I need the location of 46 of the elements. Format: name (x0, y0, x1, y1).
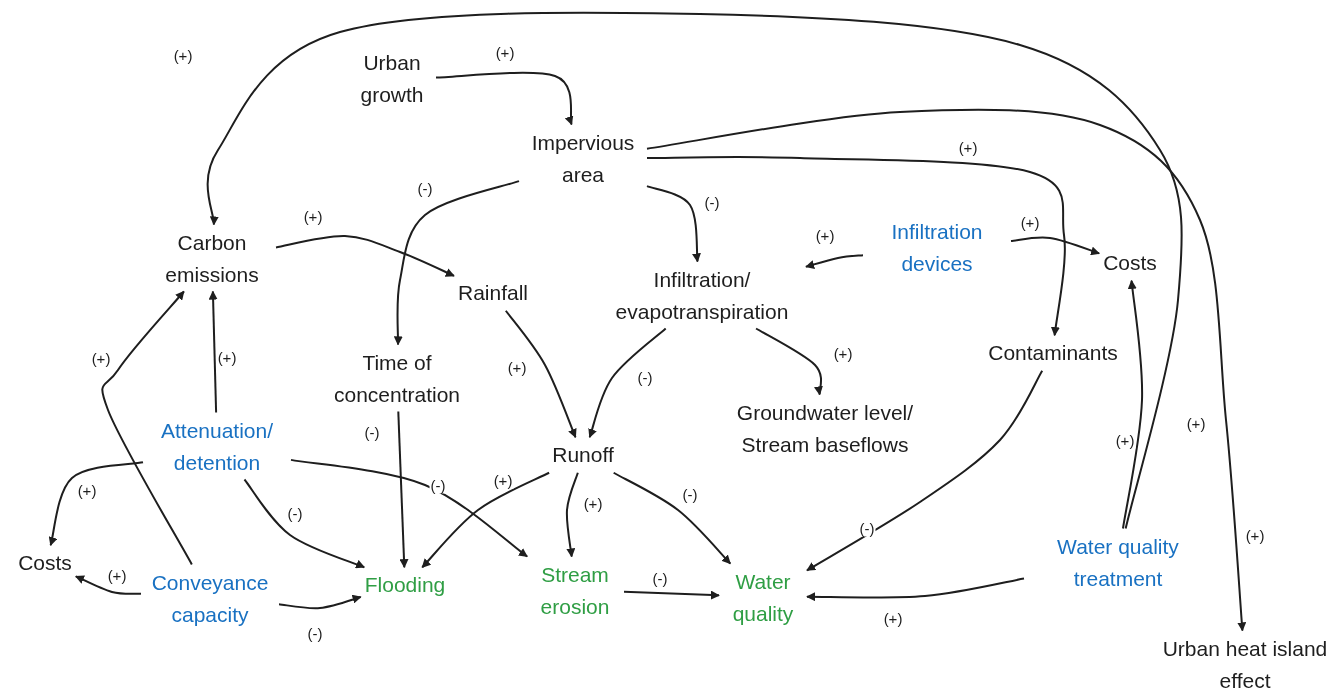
variable-label: Water quality treatment (1028, 530, 1208, 594)
arrow (74, 575, 142, 595)
variable-label: Urban growth (352, 46, 432, 110)
variable-label: Impervious area (523, 126, 643, 190)
arrow (206, 11, 1183, 530)
arrow (243, 478, 366, 569)
arrow (275, 235, 455, 277)
variable-label: Time of concentration (317, 346, 477, 410)
arrow (1010, 236, 1101, 256)
arrow (806, 369, 1044, 572)
variable-label: Costs (1103, 247, 1157, 279)
arrow (565, 471, 579, 558)
variable-label: Stream erosion (530, 558, 620, 622)
arrow (646, 185, 702, 263)
arrow (806, 577, 1025, 602)
arrow (435, 71, 575, 126)
variable-label: Attenuation/ detention (147, 414, 287, 478)
arrow (48, 461, 144, 547)
arrow (805, 254, 864, 269)
variable-label: Infiltration/ evapotranspiration (602, 263, 802, 327)
variable-label: Flooding (364, 569, 446, 601)
arrow (1121, 279, 1144, 530)
variable-label: Groundwater level/ Stream baseflows (710, 396, 940, 460)
arrow (646, 155, 1066, 337)
variable-label: Costs (18, 547, 72, 579)
variable-label: Contaminants (988, 337, 1118, 369)
arrow (290, 458, 529, 558)
variable-label: Conveyance capacity (145, 566, 275, 630)
variable-label: Rainfall (458, 277, 528, 309)
arrow (623, 590, 720, 600)
arrow (278, 594, 362, 610)
arrow (421, 471, 551, 569)
arrow (612, 471, 732, 565)
arrow (208, 290, 218, 414)
arrow (101, 290, 193, 566)
variable-label: Carbon emissions (152, 226, 272, 290)
arrow (588, 327, 667, 439)
arrow (755, 327, 824, 396)
variable-label: Urban heat island effect (1160, 632, 1330, 692)
variable-label: Infiltration devices (867, 215, 1007, 279)
variable-label: Runoff (552, 439, 614, 471)
variable-label: Water quality (723, 565, 803, 629)
arrow (397, 410, 409, 569)
arrow (393, 180, 520, 346)
arrow (504, 309, 577, 439)
arrow (646, 108, 1247, 632)
